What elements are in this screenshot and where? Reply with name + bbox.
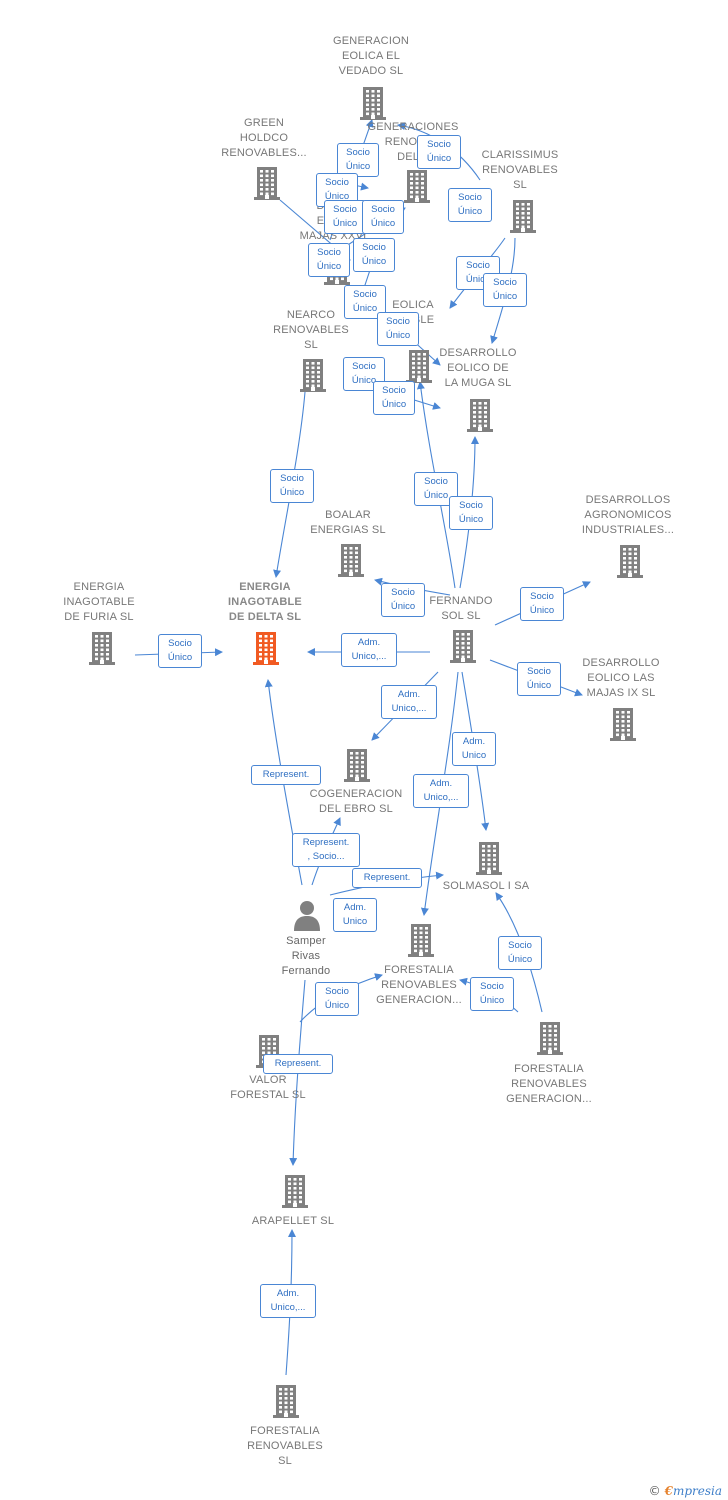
- edge-label-represent[interactable]: Represent.: [263, 1054, 333, 1074]
- node-label-desarrollos-agro[interactable]: DESARROLLOS AGRONOMICOS INDUSTRIALES...: [581, 494, 675, 536]
- edge-label-socio-unico[interactable]: Socio Único: [448, 188, 492, 222]
- node-label-fernando-sol[interactable]: FERNANDO SOL SL: [429, 595, 493, 622]
- edge-label-socio-unico[interactable]: Socio Único: [517, 662, 561, 696]
- edge-label-adm-unico[interactable]: Adm. Unico,...: [260, 1284, 316, 1318]
- building-icon[interactable]: [615, 543, 645, 579]
- building-icon[interactable]: [508, 198, 538, 234]
- node-label-boalar[interactable]: BOALAR ENERGIAS SL: [310, 509, 386, 536]
- building-icon[interactable]: [298, 357, 328, 393]
- building-icon[interactable]: [280, 1173, 310, 1209]
- node-label-generacion-vedado[interactable]: GENERACION EOLICA EL VEDADO SL: [333, 35, 409, 77]
- building-icon[interactable]: [252, 165, 282, 201]
- edge-label-socio-unico[interactable]: Socio Único: [449, 496, 493, 530]
- edge-label-represent-socio[interactable]: Represent. , Socio...: [292, 833, 360, 867]
- edge-label-represent[interactable]: Represent.: [251, 765, 321, 785]
- edge-label-socio-unico[interactable]: Socio Único: [337, 143, 379, 177]
- building-icon[interactable]: [342, 747, 372, 783]
- building-icon[interactable]: [358, 85, 388, 121]
- building-icon[interactable]: [406, 922, 436, 958]
- node-label-clarissimus[interactable]: CLARISSIMUS RENOVABLES SL: [481, 149, 559, 191]
- edge-label-socio-unico[interactable]: Socio Único: [308, 243, 350, 277]
- brand-footer[interactable]: ©€mpresia: [649, 1484, 722, 1498]
- building-icon[interactable]: [251, 630, 281, 666]
- edge-label-socio-unico[interactable]: Socio Único: [158, 634, 202, 668]
- node-label-desarrollo-majas-ix[interactable]: DESARROLLO EOLICO LAS MAJAS IX SL: [582, 657, 660, 699]
- edge-label-socio-unico[interactable]: Socio Único: [520, 587, 564, 621]
- edge-label-adm-unico[interactable]: Adm. Unico,...: [341, 633, 397, 667]
- building-icon[interactable]: [608, 706, 638, 742]
- building-icon[interactable]: [402, 168, 432, 204]
- node-label-energia-furia[interactable]: ENERGIA INAGOTABLE DE FURIA SL: [63, 581, 135, 623]
- building-icon[interactable]: [448, 628, 478, 664]
- edge-label-socio-unico[interactable]: Socio Único: [373, 381, 415, 415]
- edge-label-represent[interactable]: Represent.: [352, 868, 422, 888]
- edge-label-socio-unico[interactable]: Socio Único: [270, 469, 314, 503]
- edge-label-socio-unico[interactable]: Socio Único: [498, 936, 542, 970]
- node-label-valor-forestal[interactable]: VALOR FORESTAL SL: [230, 1074, 306, 1101]
- edge-label-socio-unico[interactable]: Socio Único: [324, 200, 366, 234]
- edge-label-socio-unico[interactable]: Socio Único: [353, 238, 395, 272]
- edge-label-socio-unico[interactable]: Socio Único: [483, 273, 527, 307]
- edge-label-socio-unico[interactable]: Socio Único: [343, 357, 385, 391]
- edge-label-adm-unico[interactable]: Adm. Unico,...: [381, 685, 437, 719]
- building-icon[interactable]: [87, 630, 117, 666]
- building-icon[interactable]: [336, 542, 366, 578]
- building-icon[interactable]: [271, 1383, 301, 1419]
- node-label-cogeneracion-ebro[interactable]: COGENERACION DEL EBRO SL: [309, 788, 403, 815]
- node-label-nearco[interactable]: NEARCO RENOVABLES SL: [273, 309, 349, 351]
- node-label-green-holdco[interactable]: GREEN HOLDCO RENOVABLES...: [221, 117, 307, 159]
- edge-label-socio-unico[interactable]: Socio Único: [377, 312, 419, 346]
- building-icon[interactable]: [465, 397, 495, 433]
- building-icon[interactable]: [404, 348, 434, 384]
- node-label-forestalia-sl[interactable]: FORESTALIA RENOVABLES SL: [247, 1425, 323, 1467]
- person-icon[interactable]: [292, 897, 322, 933]
- brand-logo-text: mpresia: [672, 1484, 722, 1498]
- node-label-arapellet[interactable]: ARAPELLET SL: [251, 1215, 335, 1227]
- node-label-forestalia-gen-2[interactable]: FORESTALIA RENOVABLES GENERACION...: [506, 1063, 592, 1105]
- edge-label-socio-unico[interactable]: Socio Único: [381, 583, 425, 617]
- node-label-samper[interactable]: Samper Rivas Fernando: [281, 935, 331, 977]
- brand-logo-letter: €: [664, 1484, 673, 1498]
- building-icon[interactable]: [474, 840, 504, 876]
- edge-label-socio-unico[interactable]: Socio Único: [315, 982, 359, 1016]
- copyright-icon: ©: [648, 1484, 661, 1498]
- edge-label-adm-unico[interactable]: Adm. Unico: [452, 732, 496, 766]
- edge-label-socio-unico[interactable]: Socio Único: [362, 200, 404, 234]
- node-label-forestalia-gen-1[interactable]: FORESTALIA RENOVABLES GENERACION...: [376, 964, 462, 1006]
- edge-label-socio-unico[interactable]: Socio Único: [417, 135, 461, 169]
- node-label-desarrollo-muga[interactable]: DESARROLLO EOLICO DE LA MUGA SL: [439, 347, 517, 389]
- node-label-energia-delta[interactable]: ENERGIA INAGOTABLE DE DELTA SL: [228, 581, 302, 623]
- node-label-solmasol[interactable]: SOLMASOL I SA: [442, 880, 530, 892]
- building-icon[interactable]: [535, 1020, 565, 1056]
- edge-label-socio-unico[interactable]: Socio Único: [470, 977, 514, 1011]
- edge-label-adm-unico[interactable]: Adm. Unico,...: [413, 774, 469, 808]
- edge-label-adm-unico[interactable]: Adm. Unico: [333, 898, 377, 932]
